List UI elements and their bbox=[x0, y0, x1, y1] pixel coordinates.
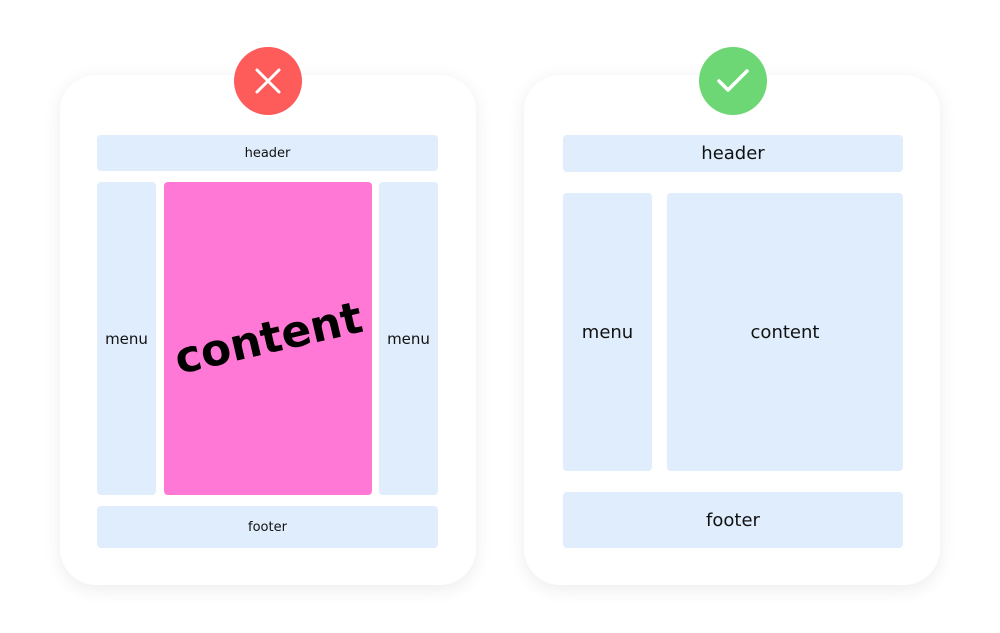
bad-content: content bbox=[164, 182, 372, 495]
bad-header: header bbox=[97, 135, 438, 171]
good-footer: footer bbox=[563, 492, 903, 548]
good-header: header bbox=[563, 135, 903, 172]
check-icon bbox=[717, 69, 749, 92]
check-badge bbox=[699, 47, 767, 115]
bad-menu-right: menu bbox=[379, 182, 438, 495]
good-content: content bbox=[667, 193, 903, 471]
bad-footer: footer bbox=[97, 506, 438, 548]
bad-menu-left: menu bbox=[97, 182, 156, 495]
x-badge bbox=[234, 47, 302, 115]
close-icon bbox=[255, 68, 281, 94]
good-menu: menu bbox=[563, 193, 652, 471]
